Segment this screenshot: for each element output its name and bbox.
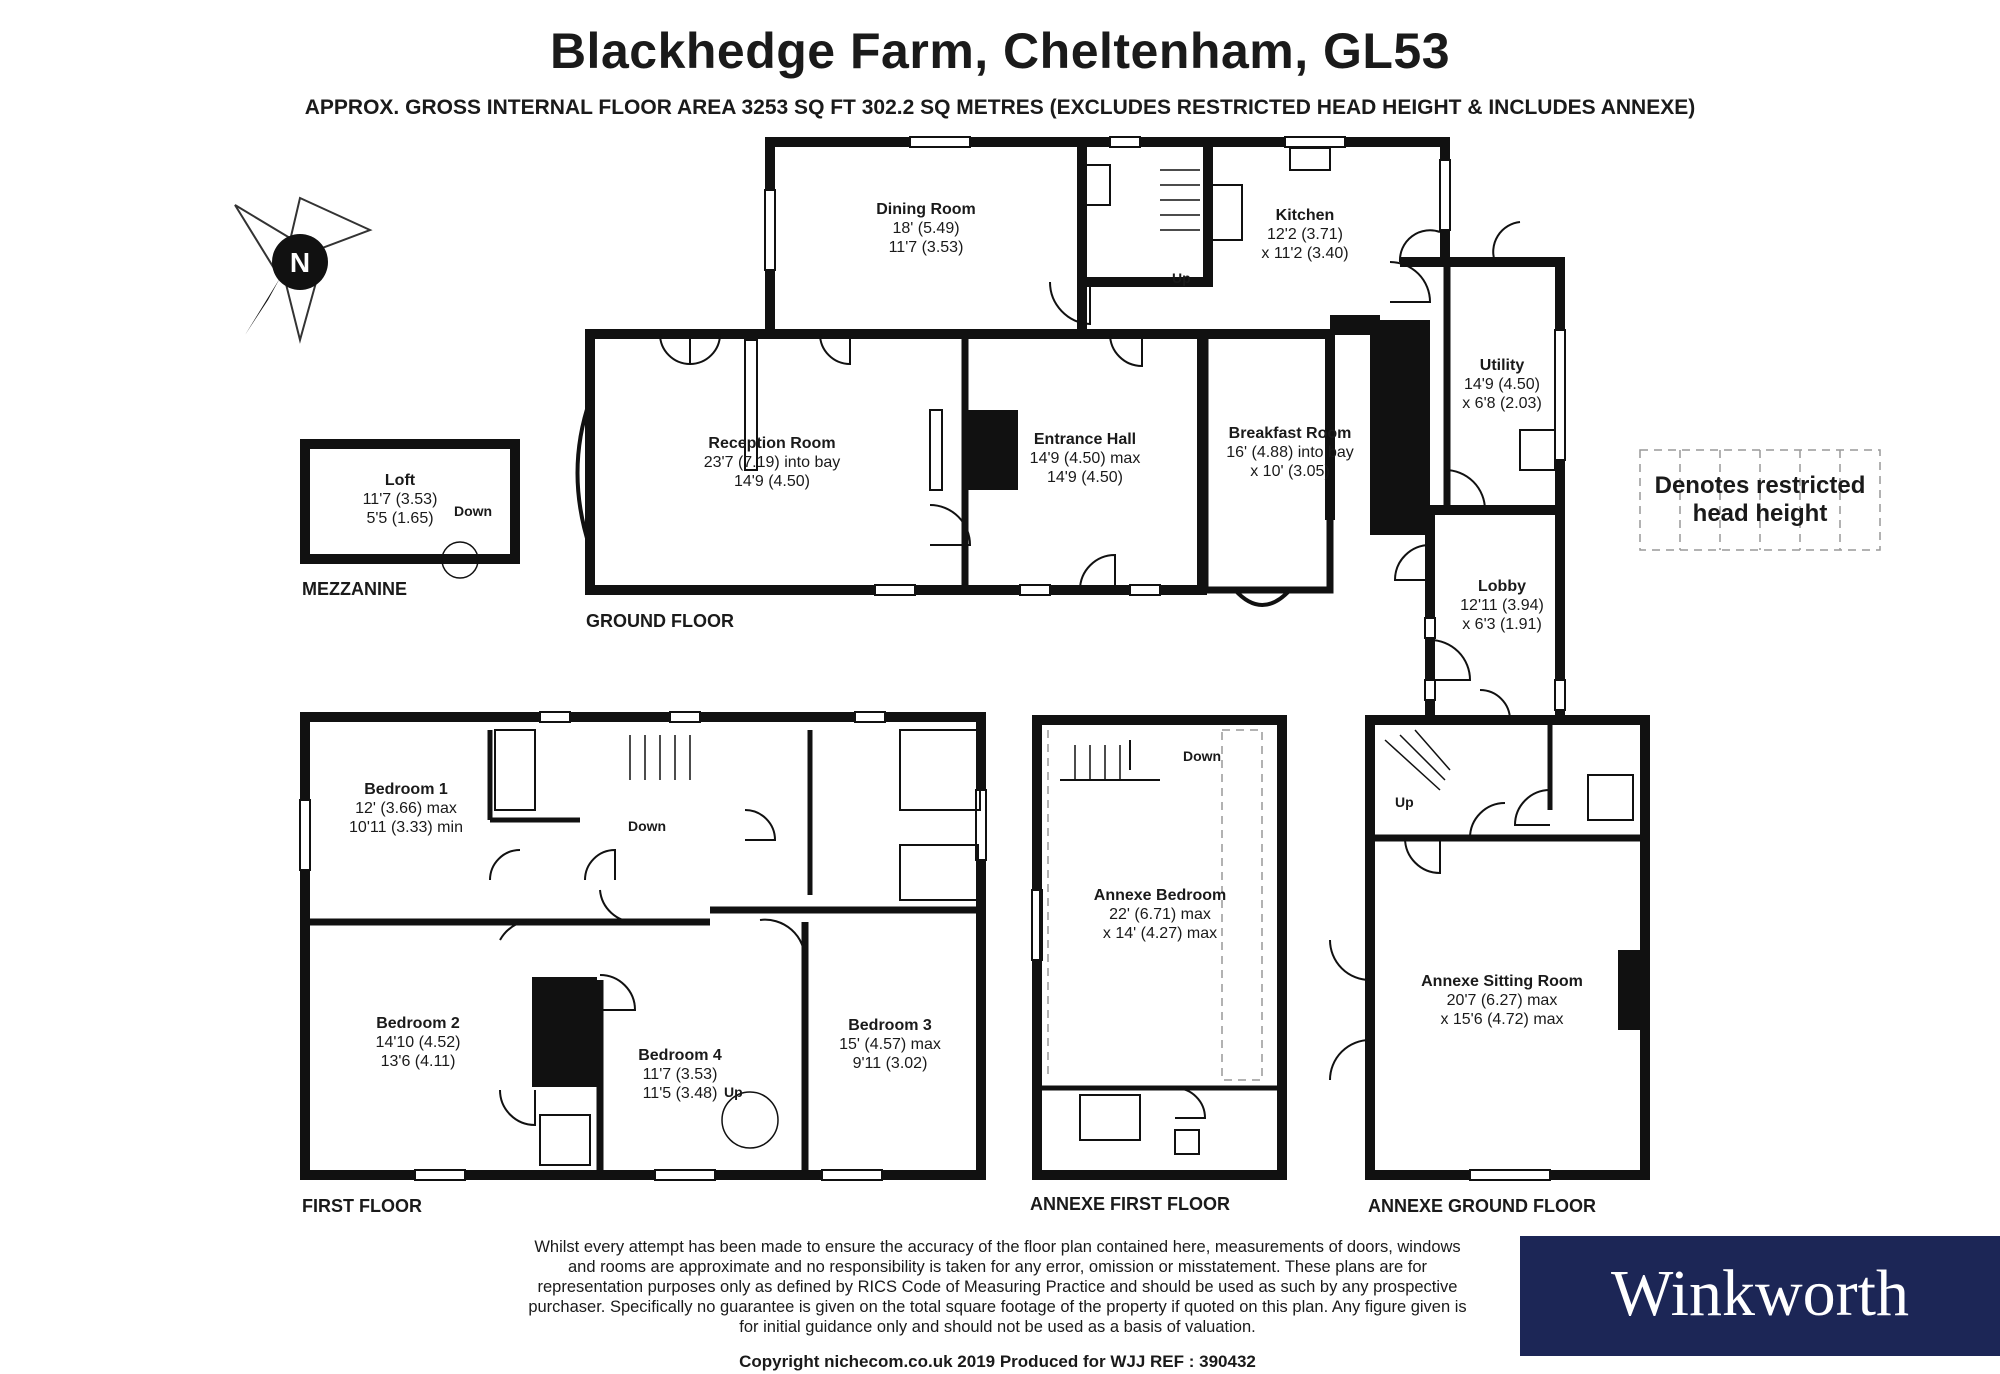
- windows: [299, 136, 1566, 1181]
- floor-label-ground: GROUND FLOOR: [586, 611, 734, 631]
- annexe-ground-floor-walls: [1365, 715, 1650, 1180]
- fixtures: [494, 147, 1634, 1166]
- stair-label-down-loft: Down: [454, 503, 493, 519]
- floor-label-first: FIRST FLOOR: [302, 1196, 422, 1216]
- stair-label-up-annexe: Up: [1395, 794, 1414, 810]
- room-bedroom-1: Bedroom 1 12' (3.66) max 10'11 (3.33) mi…: [349, 781, 463, 836]
- breakfast-bay-window: [1233, 588, 1292, 607]
- room-dining: Dining Room 18' (5.49) 11'7 (3.53): [876, 201, 976, 256]
- restricted-height-legend: Denotes restricted head height: [1640, 450, 1880, 550]
- stair-label-down-first: Down: [628, 818, 667, 834]
- room-kitchen: Kitchen 12'2 (3.71) x 11'2 (3.40): [1261, 207, 1349, 262]
- stair-label-up-ground: Up: [1172, 270, 1191, 286]
- stair-label-down-annexe: Down: [1183, 748, 1222, 764]
- disclaimer-text: Whilst every attempt has been made to en…: [528, 1238, 1467, 1336]
- restricted-height-areas: [1047, 729, 1263, 1081]
- room-entrance-hall: Entrance Hall 14'9 (4.50) max 14'9 (4.50…: [1029, 431, 1141, 486]
- stair-label-up-first: Up: [724, 1084, 743, 1100]
- room-reception: Reception Room 23'7 (7.19) into bay 14'9…: [703, 435, 841, 490]
- floor-label-mezzanine: MEZZANINE: [302, 579, 407, 599]
- first-floor-walls: [300, 712, 986, 1180]
- floor-area-subtitle: APPROX. GROSS INTERNAL FLOOR AREA 3253 S…: [304, 96, 1696, 119]
- north-compass-icon: N: [234, 196, 373, 344]
- room-annexe-bedroom: Annexe Bedroom 22' (6.71) max x 14' (4.2…: [1093, 887, 1227, 942]
- copyright-line: Copyright nichecom.co.uk 2019 Produced f…: [739, 1352, 1256, 1371]
- annexe-first-floor-walls: [1032, 715, 1287, 1180]
- plan-title: Blackhedge Farm, Cheltenham, GL53: [549, 23, 1451, 79]
- room-utility: Utility 14'9 (4.50) x 6'8 (2.03): [1462, 357, 1542, 412]
- room-bedroom-3: Bedroom 3 15' (4.57) max 9'11 (3.02): [839, 1017, 941, 1072]
- floor-label-annexe-ground: ANNEXE GROUND FLOOR: [1368, 1196, 1597, 1216]
- compass-letter: N: [290, 247, 310, 278]
- legend-line-2: head height: [1692, 500, 1828, 527]
- room-bedroom-4: Bedroom 4 11'7 (3.53) 11'5 (3.48): [638, 1047, 722, 1102]
- logo-text: Winkworth: [1611, 1257, 1909, 1330]
- chimney-blocks: [532, 315, 1642, 1087]
- winkworth-logo: Winkworth: [1520, 1236, 2000, 1356]
- door-swings: [489, 221, 1551, 1127]
- legend-box: [1639, 449, 1881, 551]
- room-lobby: Lobby 12'11 (3.94) x 6'3 (1.91): [1460, 578, 1544, 633]
- hall-stair-walls: [1077, 137, 1213, 287]
- floor-label-annexe-first: ANNEXE FIRST FLOOR: [1030, 1194, 1231, 1214]
- reception-bay-window: [575, 399, 592, 549]
- room-annexe-sitting: Annexe Sitting Room 20'7 (6.27) max x 15…: [1421, 973, 1583, 1028]
- room-loft: Loft 11'7 (3.53) 5'5 (1.65): [362, 472, 438, 527]
- stair-treads: [441, 169, 1451, 1149]
- room-breakfast: Breakfast Room 16' (4.88) into bay x 10'…: [1226, 425, 1354, 480]
- room-bedroom-2: Bedroom 2 14'10 (4.52) 13'6 (4.11): [375, 1015, 461, 1070]
- legend-line-1: Denotes restricted: [1654, 472, 1866, 499]
- loft-walls: [300, 439, 520, 564]
